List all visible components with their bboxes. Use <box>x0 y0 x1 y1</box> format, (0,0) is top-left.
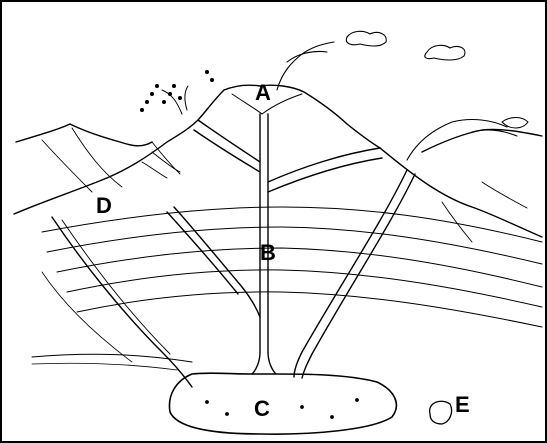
small-chamber <box>429 400 453 425</box>
left-mountain-outline <box>15 123 153 147</box>
smoke-cloud-2 <box>424 44 466 61</box>
strata-line-1 <box>41 206 543 243</box>
left-vent-eruption <box>161 85 189 115</box>
smoke-cloud-1 <box>345 30 387 47</box>
fault-line <box>51 216 193 388</box>
strata-line-4 <box>66 269 543 308</box>
smoke-main <box>276 41 335 91</box>
label-a: A <box>255 80 271 105</box>
label-b: B <box>260 240 276 265</box>
main-conduit <box>251 113 277 375</box>
label-e: E <box>455 392 470 417</box>
strata-line-2 <box>46 226 543 265</box>
right-branch-conduit <box>267 147 383 193</box>
right-long-conduit <box>293 169 416 379</box>
smoke-right-vent <box>406 118 518 161</box>
strata-line-6 <box>31 353 193 363</box>
magma-chamber <box>168 372 398 435</box>
label-d: D <box>96 193 112 218</box>
left-branch-conduit <box>193 119 261 173</box>
main-volcano-left-flank <box>13 89 225 215</box>
summit-crater <box>223 84 381 149</box>
left-mountain-shading <box>71 127 123 188</box>
label-c: C <box>254 396 270 421</box>
strata-line-3 <box>56 247 543 288</box>
left-sill <box>166 206 261 318</box>
main-volcano-right-flank <box>379 147 543 238</box>
strata-line-5 <box>76 291 543 328</box>
